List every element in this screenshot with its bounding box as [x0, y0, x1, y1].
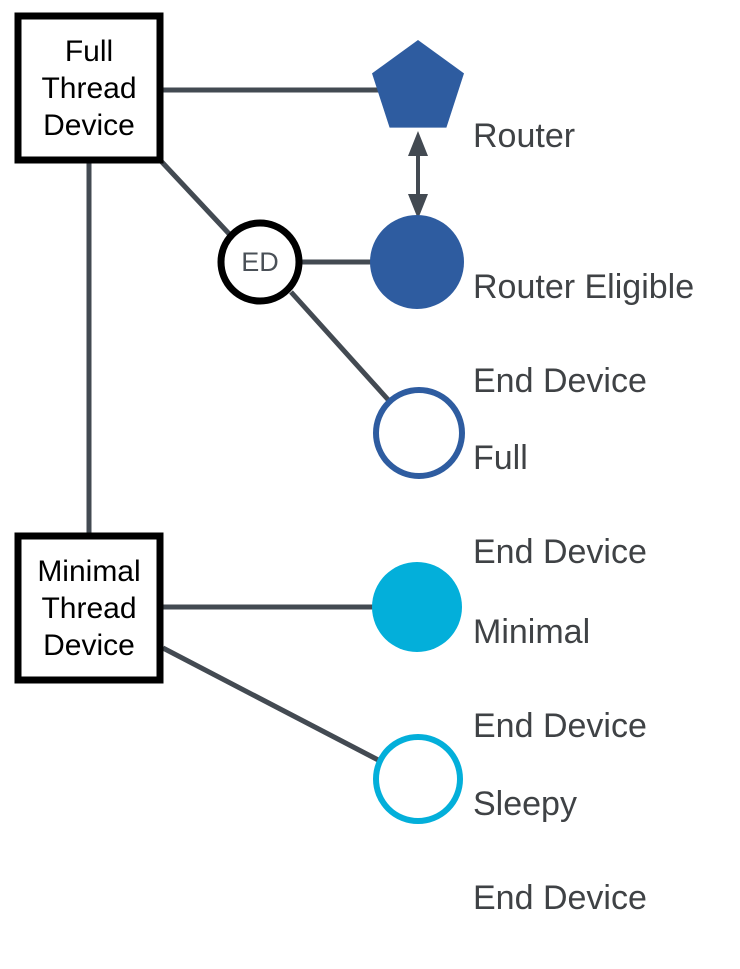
- full-end-device-shape[interactable]: [373, 387, 465, 479]
- sleepy-end-device-label-line-1: Sleepy: [473, 785, 577, 823]
- sleepy-end-device-shape[interactable]: [373, 734, 463, 824]
- router-eligible-end-device-shape[interactable]: [370, 215, 464, 309]
- router-label-line-1: Router: [473, 117, 576, 155]
- sleepy-end-device-label: Sleepy End Device: [473, 734, 647, 969]
- router-eligible-end-device-label-line-2: End Device: [473, 362, 647, 400]
- full-end-device-label-line-2: End Device: [473, 533, 647, 571]
- arrow-head-up: [408, 131, 428, 156]
- full-end-device-label: Full End Device: [473, 388, 647, 623]
- minimal-end-device-label-line-2: End Device: [473, 707, 647, 745]
- minimal-end-device-label-line-1: Minimal: [473, 613, 591, 651]
- connector-ed-to-fed: [289, 290, 394, 406]
- minimal-end-device-label: Minimal End Device: [473, 562, 647, 797]
- thread-device-type-diagram: Full Thread Device Minimal Thread Device…: [14, 12, 695, 917]
- connector-ftd-to-ed: [158, 158, 235, 240]
- router-reed-bidirectional-arrow: [408, 131, 428, 219]
- sleepy-end-device-label-line-2: End Device: [473, 879, 647, 917]
- ed-node-shape[interactable]: [217, 219, 303, 305]
- router-eligible-end-device-label-line-1: Router Eligible: [473, 268, 695, 306]
- arrow-head-down: [408, 194, 428, 219]
- connector-mtd-to-sed: [161, 645, 384, 765]
- full-end-device-label-line-1: Full: [473, 439, 528, 477]
- minimal-end-device-shape[interactable]: [372, 562, 462, 652]
- minimal-thread-device-box[interactable]: [14, 532, 164, 684]
- diagram-canvas: [14, 12, 465, 824]
- ed-node-label: ED: [241, 247, 279, 277]
- router-label: Router: [473, 66, 575, 160]
- connector-group: [86, 87, 394, 765]
- router-eligible-end-device-label: Router Eligible End Device: [473, 217, 694, 452]
- full-thread-device-box[interactable]: [14, 12, 164, 164]
- router-pentagon-shape[interactable]: [372, 40, 464, 128]
